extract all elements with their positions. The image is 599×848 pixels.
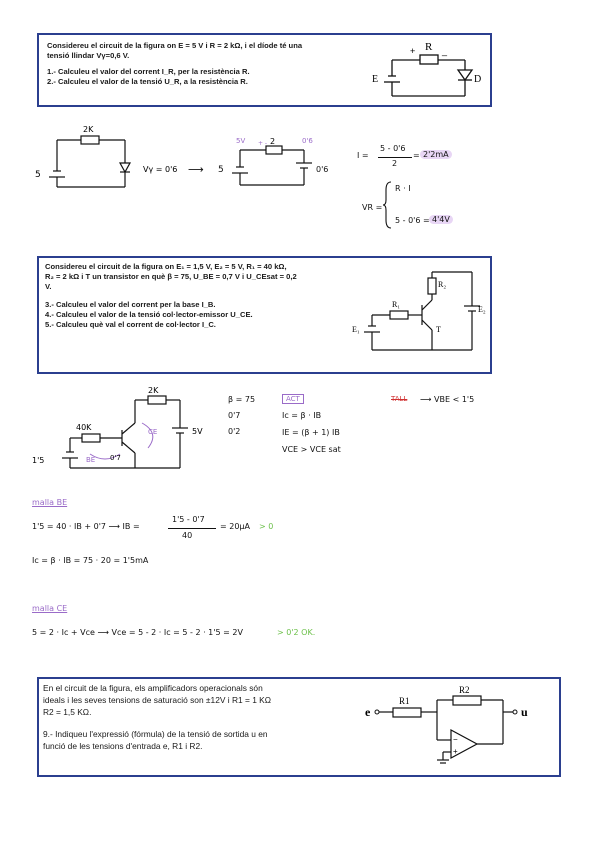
solution-1-I-eq: = (413, 151, 420, 160)
solution-2-malla-be: malla BE (32, 498, 68, 507)
solution-1-VR-result: 4'4V (429, 215, 453, 224)
solution-2-ic-eq: Ic = β · IB (282, 411, 322, 420)
problem-1-fig-D: D (474, 74, 481, 85)
solution-1-VR-label: VR = (362, 203, 383, 212)
solution-2-ie-eq: IE = (β + 1) IB (282, 428, 340, 437)
solution-1-top-2: 2 (270, 137, 275, 146)
problem-3-fig-R2: R2 (459, 685, 470, 695)
problem-3-box (37, 677, 561, 777)
solution-1-circuit-a: 2K 5 Vγ = 0'6 (35, 125, 177, 188)
solution-1-circuit-b: 5V 2 + - 0'6 (232, 137, 313, 186)
problem-2-fig-R2: R₂ (438, 280, 446, 289)
solution-2-eq-ce-check: > 0'2 OK. (277, 628, 316, 637)
solution-2-ce: CE (148, 428, 157, 436)
problem-1-question-2: 2.- Calculeu el valor de la tensió U_R, … (47, 77, 248, 86)
solution-1-I-num: 5 - 0'6 (380, 144, 406, 153)
problem-2-circuit-figure: R₁ R₂ E₁ E₂ T (352, 271, 486, 351)
problem-2-line-1: Considereu el circuit de la figura on E₁… (45, 262, 287, 271)
solution-1-VR-brace (382, 181, 392, 229)
problem-1-line-1: Considereu el circuit de la figura on E … (47, 41, 303, 50)
problem-2-question-3: 3.- Calculeu el valor del corrent per la… (45, 300, 216, 309)
solution-2-eq-be: 1'5 = 40 · IB + 0'7 ⟶ IB = (32, 522, 140, 531)
problem-3-fig-e: e (365, 705, 371, 719)
solution-2-eq-be-res: = 20μA (220, 522, 250, 531)
problem-3-fig-R1: R1 (399, 696, 410, 706)
problem-1-fig-R: R (425, 41, 433, 53)
solution-1-I-lhs: I = (357, 151, 369, 160)
problem-1-text: Considereu el circuit de la figura on E … (47, 41, 377, 87)
problem-2-fig-E2: E₂ (478, 305, 486, 314)
solution-2-circuit: 2K 40K 5V 1'5 CE BE 0'7 (32, 386, 203, 469)
solution-2-vbe-val: 0'7 (228, 411, 241, 420)
solution-1-res-label: 2K (83, 125, 94, 134)
problem-2-fig-T: T (436, 325, 441, 334)
solution-1-plus-minus: + - (258, 140, 267, 147)
solution-2-e2: 5V (192, 427, 203, 436)
problem-1-question-1: 1.- Calculeu el valor del corrent I_R, p… (47, 67, 250, 76)
problem-2-line-3: V. (45, 282, 52, 291)
solution-1-src-label: 5 (35, 170, 41, 180)
solution-2-eq-be-num: 1'5 - 0'7 (172, 515, 205, 524)
problem-1-line-2: tensió llindar Vγ=0,6 V. (47, 51, 130, 60)
problem-2-box (37, 256, 492, 374)
problem-3-line-2: ideals i les seves tensions de saturació… (43, 695, 272, 705)
problem-1-circuit-figure: R + _ E D (372, 41, 481, 97)
solution-1-src2-label: 5 (218, 165, 224, 175)
solution-2-e1: 1'5 (32, 456, 44, 465)
problem-2-text: Considereu el circuit de la figura on E₁… (45, 262, 365, 330)
solution-1-top-5v: 5V (236, 137, 245, 145)
solution-2-r2: 2K (148, 386, 159, 395)
solution-1-VR-top: R · I (395, 184, 411, 193)
problem-2-fig-E1: E₁ (352, 325, 360, 334)
problem-2-question-4: 4.- Calculeu el valor de la tensió col·l… (45, 310, 253, 319)
problem-1-fig-minus: _ (441, 46, 448, 56)
solution-2-beta: β = 75 (228, 395, 256, 404)
problem-3-fig-minus: − (453, 735, 458, 744)
solution-2-vce-cond: VCE > VCE sat (282, 445, 341, 454)
solution-2-eq-be-check: > 0 (259, 522, 274, 531)
problem-3-circuit-figure: e u R1 R2 − + (365, 685, 528, 764)
problem-1-fig-E: E (372, 74, 378, 85)
solution-1-top-06: 0'6 (302, 137, 313, 145)
problem-2-fig-R1: R₁ (392, 300, 400, 309)
solution-2-eq-be-bar (168, 528, 216, 529)
problem-3-fig-u: u (521, 705, 528, 719)
solution-2-eq-ic: Ic = β · IB = 75 · 20 = 1'5mA (32, 556, 149, 565)
problem-1-box (37, 33, 492, 107)
solution-1-vgamma: Vγ = 0'6 (143, 165, 177, 174)
solution-2-r1: 40K (76, 423, 92, 432)
problem-3-question-9b: funció de les tensions d'entrada e, R1 i… (43, 741, 203, 751)
problem-3-line-1: En el circuit de la figura, els amplific… (43, 683, 263, 693)
problem-2-line-2: R₂ = 2 kΩ i T un transistor en què β = 7… (45, 272, 297, 281)
solution-2-tall: TALL (391, 395, 408, 403)
solution-2-be: BE (86, 456, 95, 464)
solution-1-arrow: ⟶ (188, 163, 204, 176)
solution-2-malla-ce: malla CE (32, 604, 68, 613)
solution-1-I-fraction-bar (378, 157, 412, 158)
solution-1-right-06: 0'6 (316, 165, 329, 174)
solution-1-VR-bottom: 5 - 0'6 = (395, 216, 430, 225)
problem-3-question-9: 9.- Indiqueu l'expressió (fórmula) de la… (43, 729, 268, 739)
problem-3-text: En el circuit de la figura, els amplific… (43, 682, 363, 752)
solution-2-vcesat: 0'2 (228, 427, 241, 436)
problem-3-fig-plus: + (453, 747, 458, 756)
solution-2-tall-cond: ⟶ VBE < 1'5 (420, 395, 475, 404)
solution-1-I-den: 2 (392, 159, 398, 168)
solution-2-eq-ce: 5 = 2 · Ic + Vce ⟶ Vce = 5 - 2 · Ic = 5 … (32, 628, 243, 637)
problem-2-question-5: 5.- Calculeu què val el corrent de col·l… (45, 320, 216, 329)
solution-2-vbe: 0'7 (110, 454, 121, 462)
solution-2-act-badge: ACT (282, 394, 304, 404)
problem-3-line-3: R2 = 1,5 KΩ. (43, 707, 92, 717)
solution-2-eq-be-den: 40 (182, 531, 193, 540)
problem-1-fig-plus: + (410, 46, 415, 56)
solution-1-I-result: 2'2mA (420, 150, 452, 159)
